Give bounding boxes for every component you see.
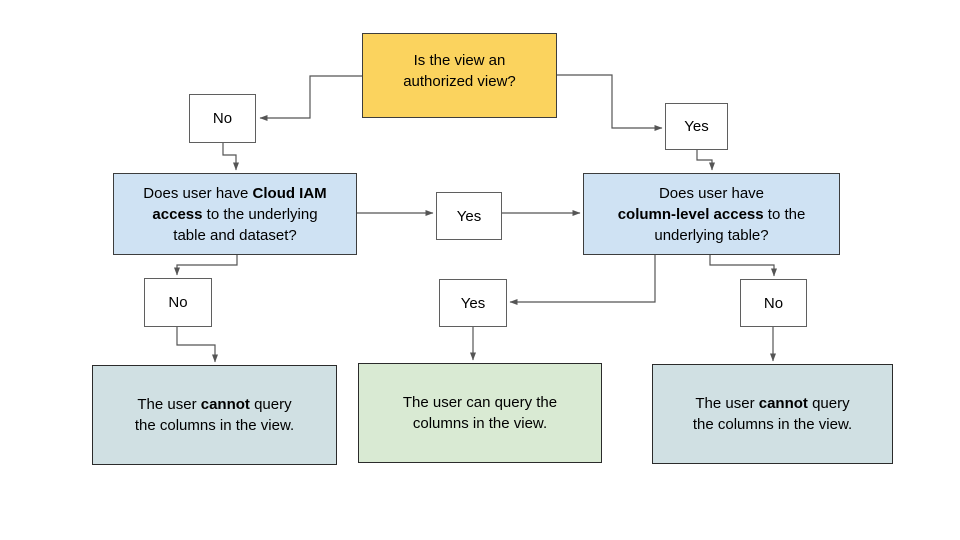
decision-cloud-iam-line1: Does user have Cloud IAM	[143, 184, 327, 202]
branch-yes-top-label: Yes	[684, 118, 709, 135]
connector-authorized-to-no	[259, 75, 362, 121]
decision-column-level-access: Does user have column-level access to th…	[583, 173, 840, 255]
decision-column-level-line1: Does user have	[658, 184, 765, 202]
result-can-query: The user can query the columns in the vi…	[358, 363, 602, 463]
result-mid-line2: columns in the view.	[412, 415, 548, 432]
result-left-line1: The user cannot query	[137, 396, 292, 413]
connector-no-left-to-result-left	[176, 327, 218, 363]
branch-no-left: No	[144, 278, 212, 327]
decision-authorized-view: Is the view an authorized view?	[362, 33, 557, 118]
decision-authorized-view-line1: Is the view an	[413, 51, 506, 69]
decision-column-level-line3: underlying table?	[654, 226, 769, 244]
branch-yes-low: Yes	[439, 279, 507, 327]
branch-no-top: No	[189, 94, 256, 143]
result-right-line2: the columns in the view.	[692, 416, 853, 433]
result-right-line1: The user cannot query	[695, 395, 850, 412]
result-left-line2: the columns in the view.	[134, 417, 295, 434]
result-cannot-query-left: The user cannot query the columns in the…	[92, 365, 337, 465]
branch-yes-low-label: Yes	[460, 294, 486, 312]
branch-no-top-label: No	[212, 110, 233, 127]
branch-no-right: No	[740, 279, 807, 327]
connector-column-to-no-right	[709, 255, 777, 277]
branch-yes-mid: Yes	[436, 192, 502, 240]
decision-cloud-iam-line3: table and dataset?	[173, 226, 297, 244]
branch-yes-mid-label: Yes	[456, 207, 482, 225]
connector-iam-to-no-left	[174, 255, 238, 276]
decision-cloud-iam-access: Does user have Cloud IAM access to the u…	[113, 173, 357, 255]
branch-yes-top: Yes	[665, 103, 728, 150]
branch-no-right-label: No	[763, 294, 784, 312]
result-cannot-query-right: The user cannot query the columns in the…	[652, 364, 893, 464]
connector-no-to-iam-question	[222, 143, 239, 171]
connector-column-to-yes-low	[509, 255, 656, 305]
result-mid-line1: The user can query the	[402, 394, 558, 411]
decision-authorized-view-line2: authorized view?	[403, 72, 516, 90]
branch-no-left-label: No	[168, 294, 188, 311]
connector-authorized-to-yes	[557, 74, 663, 131]
connector-yes-to-column-question	[696, 150, 715, 171]
decision-cloud-iam-line2: access to the underlying	[152, 205, 318, 223]
decision-column-level-line2: column-level access to the	[617, 205, 806, 223]
